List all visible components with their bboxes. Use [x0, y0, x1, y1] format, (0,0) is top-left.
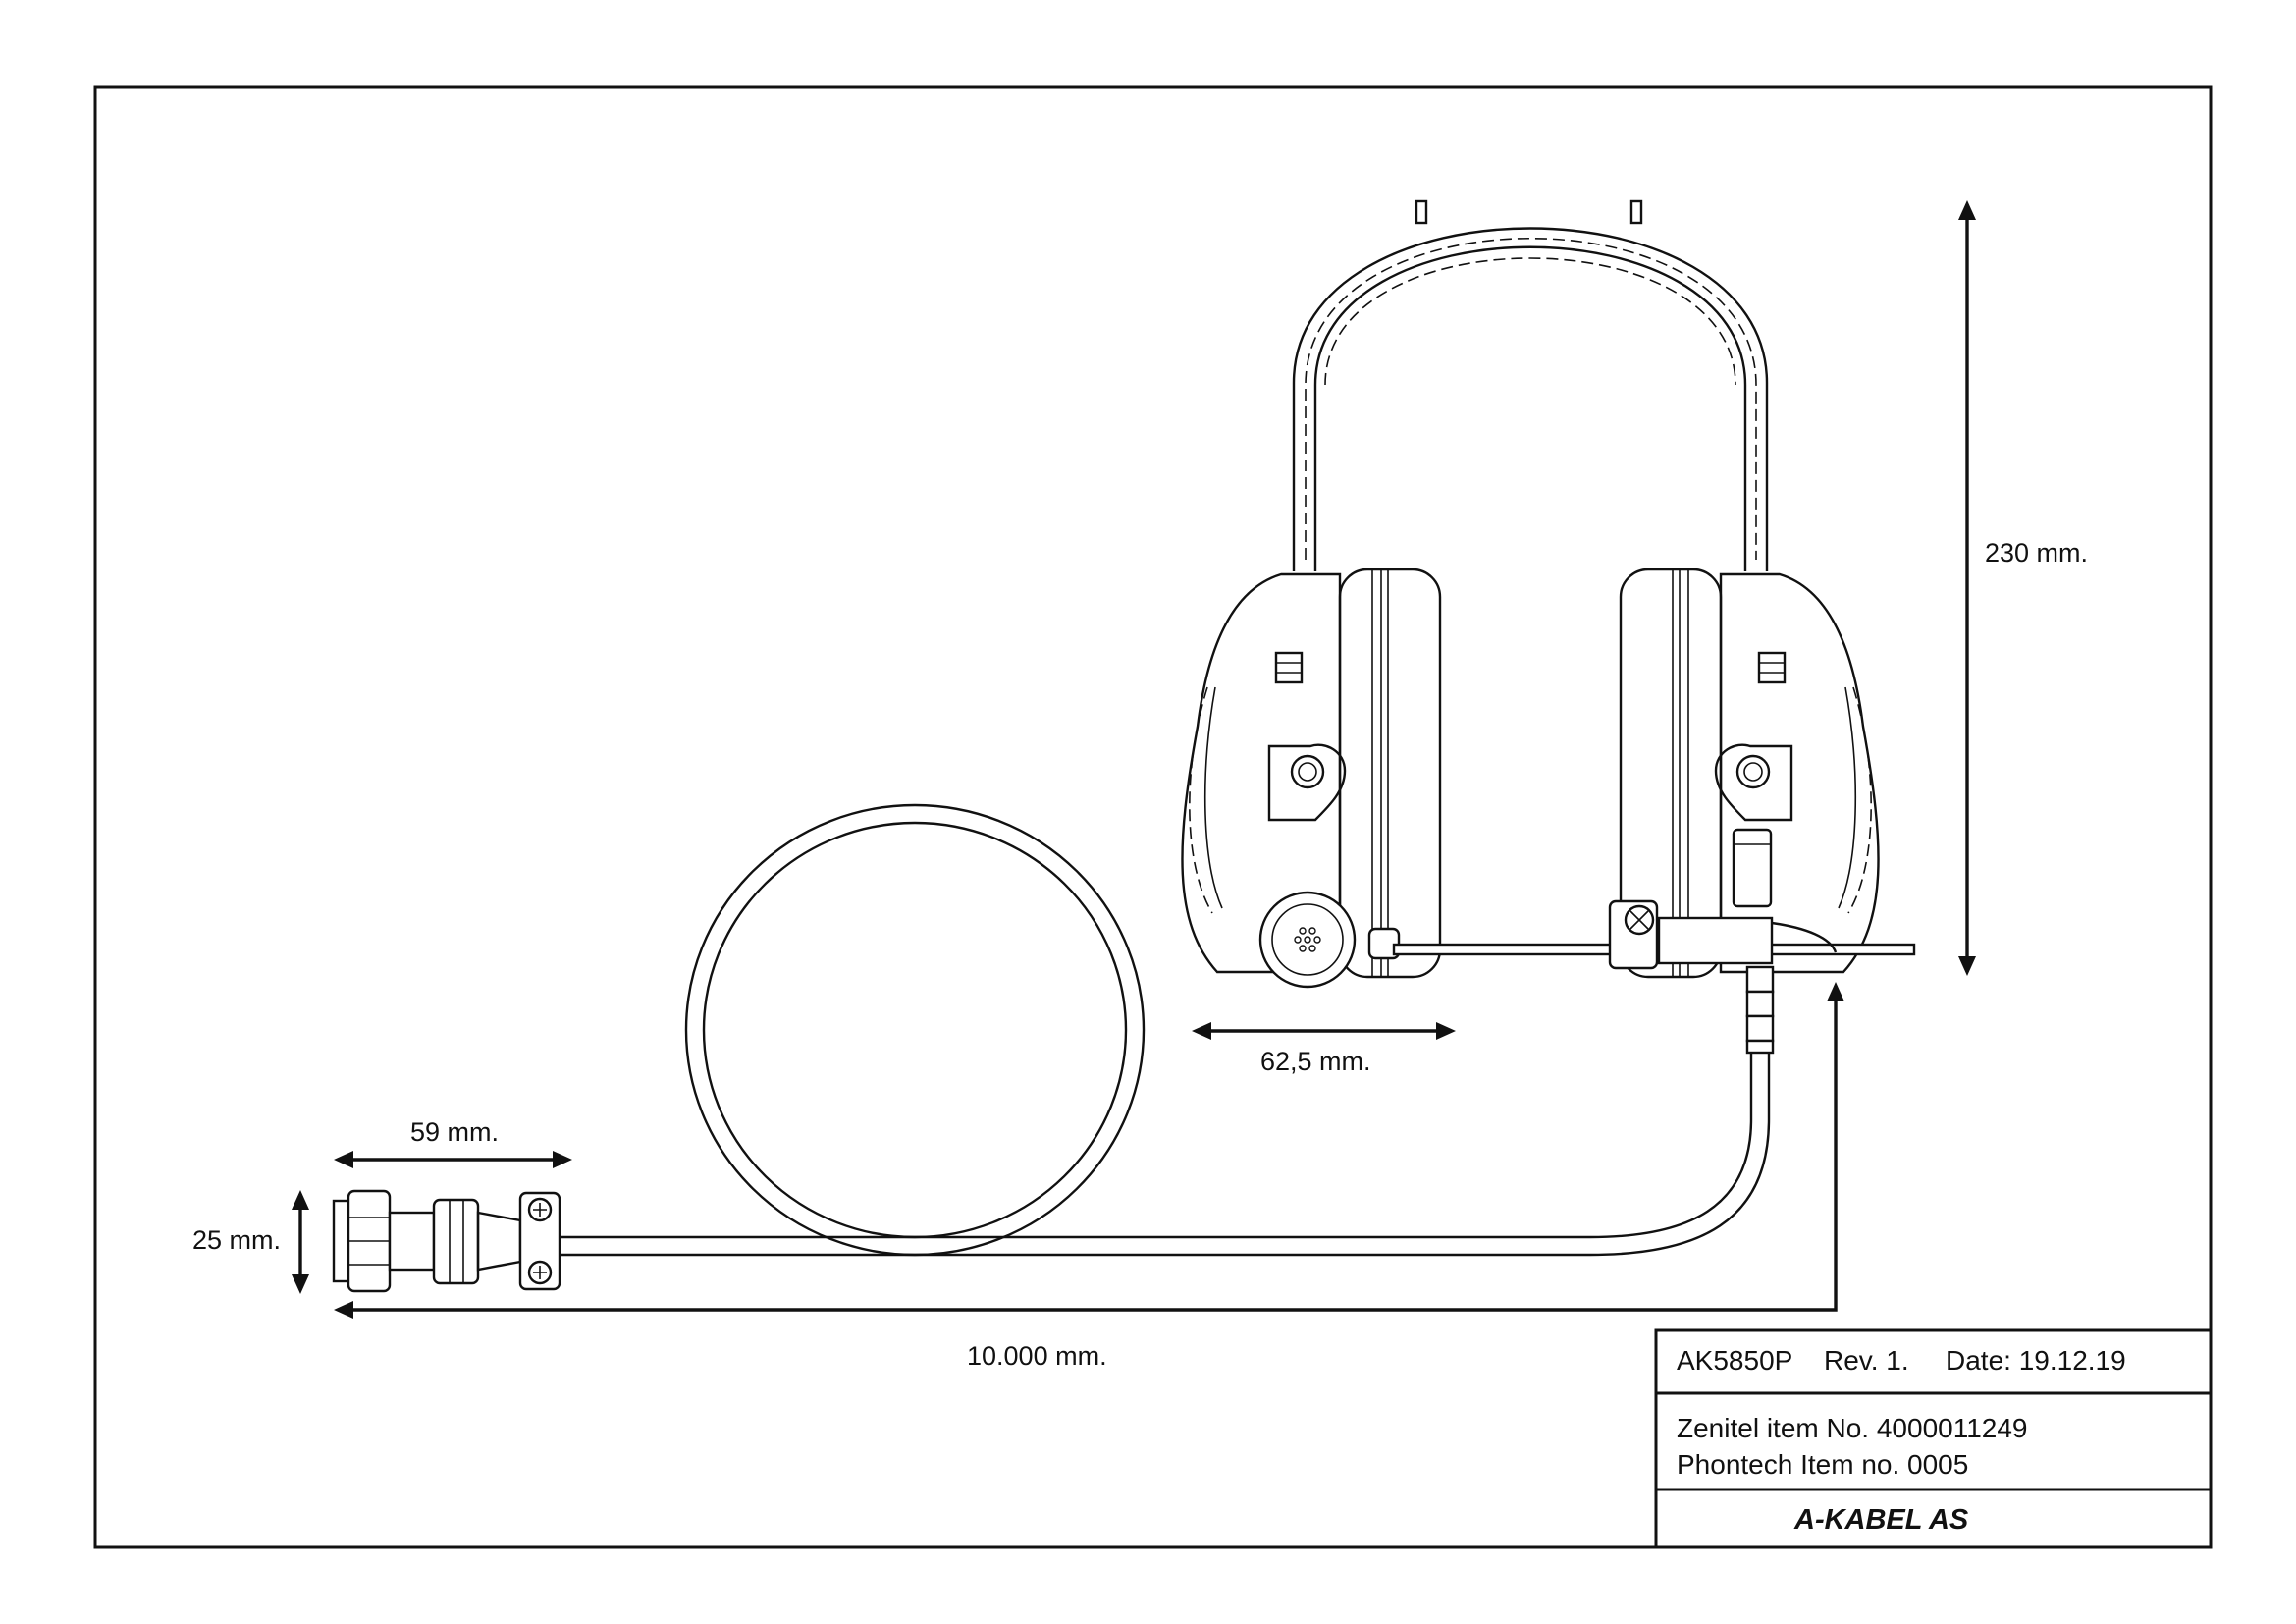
dimension-connector-diameter — [292, 1190, 309, 1294]
connector-diameter-label: 25 mm. — [192, 1225, 281, 1255]
headband — [1292, 199, 1769, 571]
right-earcup — [1619, 568, 1880, 979]
headset — [1181, 199, 1916, 1055]
phontech-item-number: Phontech Item no. 0005 — [1677, 1449, 1968, 1480]
microphone-boom — [1392, 899, 1916, 970]
drawing-date: Date: 19.12.19 — [1946, 1345, 2126, 1376]
microphone-grille — [1294, 927, 1321, 952]
cable-length-label: 10.000 mm. — [967, 1341, 1107, 1371]
connector-length-label: 59 mm. — [410, 1117, 499, 1147]
dimension-connector-length — [334, 1151, 572, 1168]
company-name: A-KABEL AS — [1793, 1504, 1969, 1536]
earcup-width-label: 62,5 mm. — [1260, 1047, 1371, 1076]
revision: Rev. 1. — [1824, 1345, 1909, 1376]
height-dimension-label: 230 mm. — [1985, 538, 2088, 568]
title-block — [1654, 1328, 2213, 1549]
customer-item-number: Zenitel item No. 4000011249 — [1677, 1413, 2028, 1443]
drawing-frame — [93, 85, 2213, 1549]
dimension-earcup-width — [1192, 1022, 1456, 1040]
cable-strain-relief — [1745, 965, 1775, 1055]
left-earcup — [1181, 568, 1442, 989]
dimension-headset-height — [1958, 200, 1976, 976]
connector-plug — [332, 1189, 561, 1293]
dimension-cable-length — [334, 982, 1844, 1319]
cable-coil — [684, 803, 1146, 1257]
cable — [560, 803, 1771, 1257]
part-number: AK5850P — [1677, 1345, 1792, 1376]
